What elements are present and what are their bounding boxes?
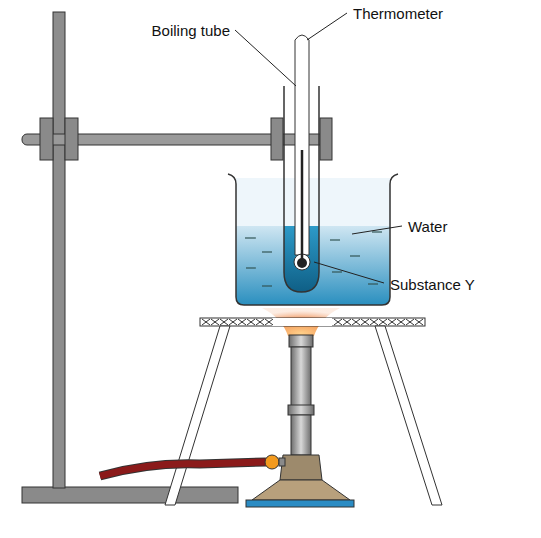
water-ripples bbox=[245, 232, 382, 286]
tube-clamp bbox=[320, 118, 332, 160]
stand-rod bbox=[53, 12, 65, 488]
tripod-leg bbox=[165, 326, 230, 505]
part-label: Substance Y bbox=[390, 277, 475, 292]
gas-hose bbox=[100, 462, 266, 476]
thermometer-liquid bbox=[301, 150, 304, 262]
burner-base-plate bbox=[246, 500, 354, 507]
flame bbox=[262, 308, 340, 336]
tripod-leg bbox=[375, 326, 442, 505]
beaker-air bbox=[236, 178, 390, 226]
thermometer-bulb-liquid bbox=[297, 258, 307, 268]
part-label: Boiling tube bbox=[152, 23, 230, 38]
tube-clamp bbox=[271, 118, 283, 160]
stand-base bbox=[22, 487, 238, 503]
boss-head bbox=[40, 118, 53, 160]
burner-base bbox=[252, 480, 350, 500]
leader-lines bbox=[235, 13, 402, 283]
burner-tube bbox=[291, 347, 311, 407]
gas-tap bbox=[265, 455, 279, 469]
boss-head bbox=[65, 118, 78, 160]
burner-body bbox=[280, 455, 322, 480]
tripod-top bbox=[200, 318, 425, 326]
air-hole-collar bbox=[288, 405, 314, 415]
gas-hose-outline bbox=[100, 462, 266, 476]
gauze bbox=[202, 319, 423, 325]
burner-tube bbox=[291, 415, 311, 455]
part-label: Water bbox=[408, 219, 447, 234]
part-label: Thermometer bbox=[353, 6, 443, 21]
beaker bbox=[228, 174, 398, 305]
water bbox=[236, 226, 390, 305]
gas-inlet bbox=[279, 458, 285, 466]
burner-collar bbox=[289, 335, 313, 347]
